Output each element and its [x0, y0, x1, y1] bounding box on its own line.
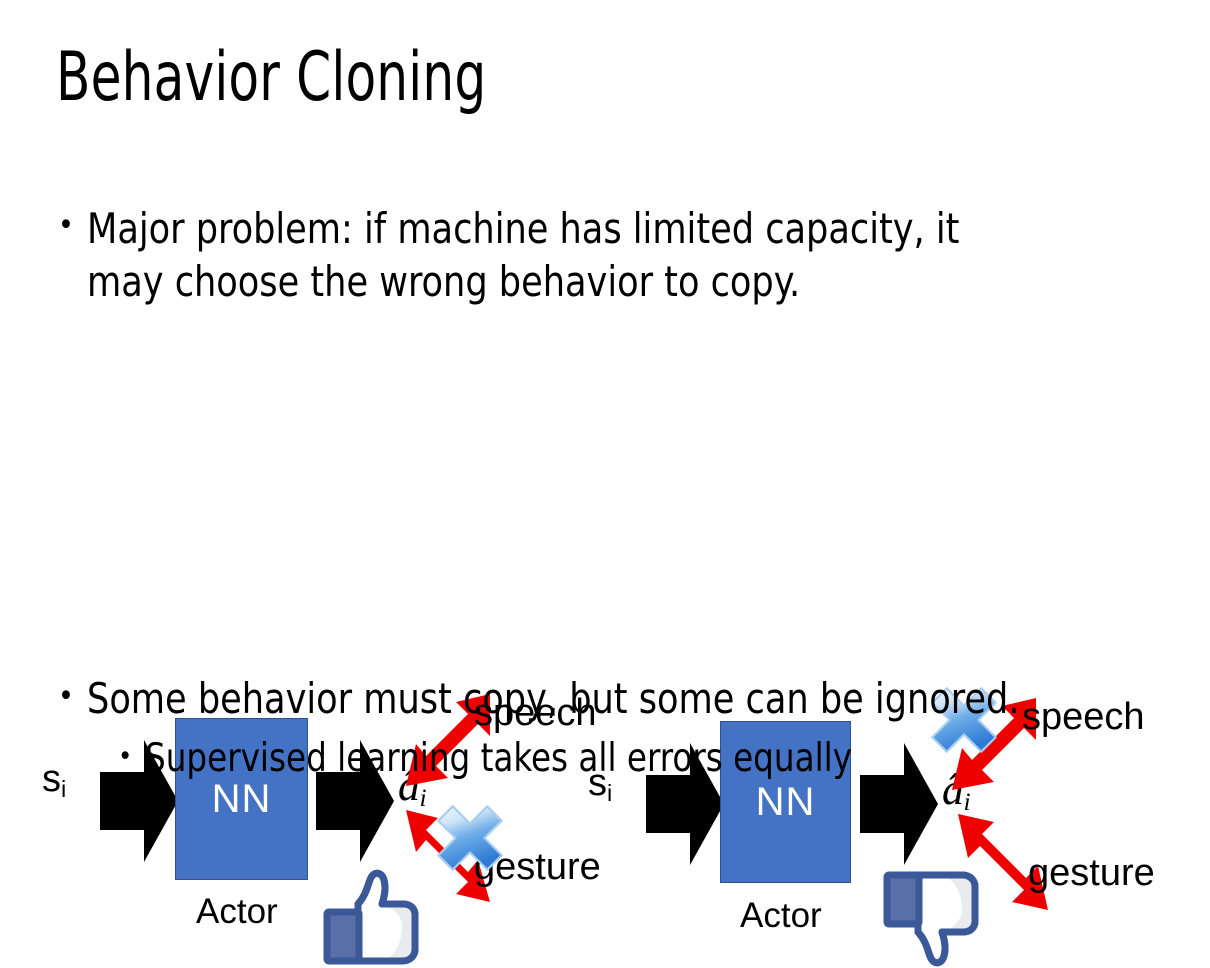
nn-box-right: NN — [720, 721, 851, 883]
page-title: Behavior Cloning — [56, 38, 487, 117]
thumbs-up-icon — [318, 868, 424, 968]
output-block-arrow-left — [316, 740, 394, 862]
input-block-arrow-left — [100, 740, 178, 862]
bullet-text-problem: Major problem: if machine has limited ca… — [86, 204, 960, 306]
state-subscript: i — [607, 780, 613, 807]
bullet-item-some: • Some behavior must copy, but some can … — [58, 674, 1178, 724]
action-subscript: i — [963, 786, 971, 816]
state-symbol: s — [42, 758, 61, 800]
blue-cross-icon-speech-right — [928, 684, 1000, 756]
bullet-marker: • — [118, 741, 133, 772]
actor-caption-left: Actor — [196, 892, 278, 931]
red-double-arrow-speech-right — [950, 696, 1040, 794]
action-subscript: i — [419, 782, 427, 812]
bullet-item-problem: • Major problem: if machine has limited … — [58, 203, 1118, 309]
diagram-left-correct-copy: si NN Actor âi speech — [0, 340, 620, 965]
actor-caption-right: Actor — [740, 896, 822, 935]
output-block-arrow-right — [860, 743, 938, 865]
red-double-arrow-speech-left — [404, 692, 494, 790]
state-subscript: i — [61, 776, 67, 803]
thumbs-down-icon — [878, 868, 984, 968]
bullet-item-supervised: • Supervised learning takes all errors e… — [118, 736, 1178, 783]
input-block-arrow-right — [646, 743, 724, 865]
bullet-text-some: Some behavior must copy, but some can be… — [86, 674, 1020, 723]
blue-cross-icon-gesture-left — [434, 802, 506, 874]
bullet-marker: • — [58, 679, 74, 714]
bullet-text-supervised: Supervised learning takes all errors equ… — [145, 736, 853, 781]
state-label-left: si — [42, 758, 67, 803]
bullet-marker: • — [58, 208, 74, 243]
output-label-speech-left: speech — [474, 692, 597, 734]
diagram-right-wrong-copy: si NN Actor âi speech — [560, 340, 1210, 967]
output-label-gesture-right: gesture — [1028, 852, 1155, 894]
output-label-speech-right: speech — [1022, 696, 1145, 738]
red-double-arrow-gesture-right — [956, 810, 1052, 914]
nn-box-label: NN — [211, 776, 272, 821]
nn-box-label: NN — [755, 779, 816, 824]
nn-box-left: NN — [175, 718, 308, 880]
state-symbol: s — [588, 762, 607, 804]
state-label-right: si — [588, 762, 613, 807]
